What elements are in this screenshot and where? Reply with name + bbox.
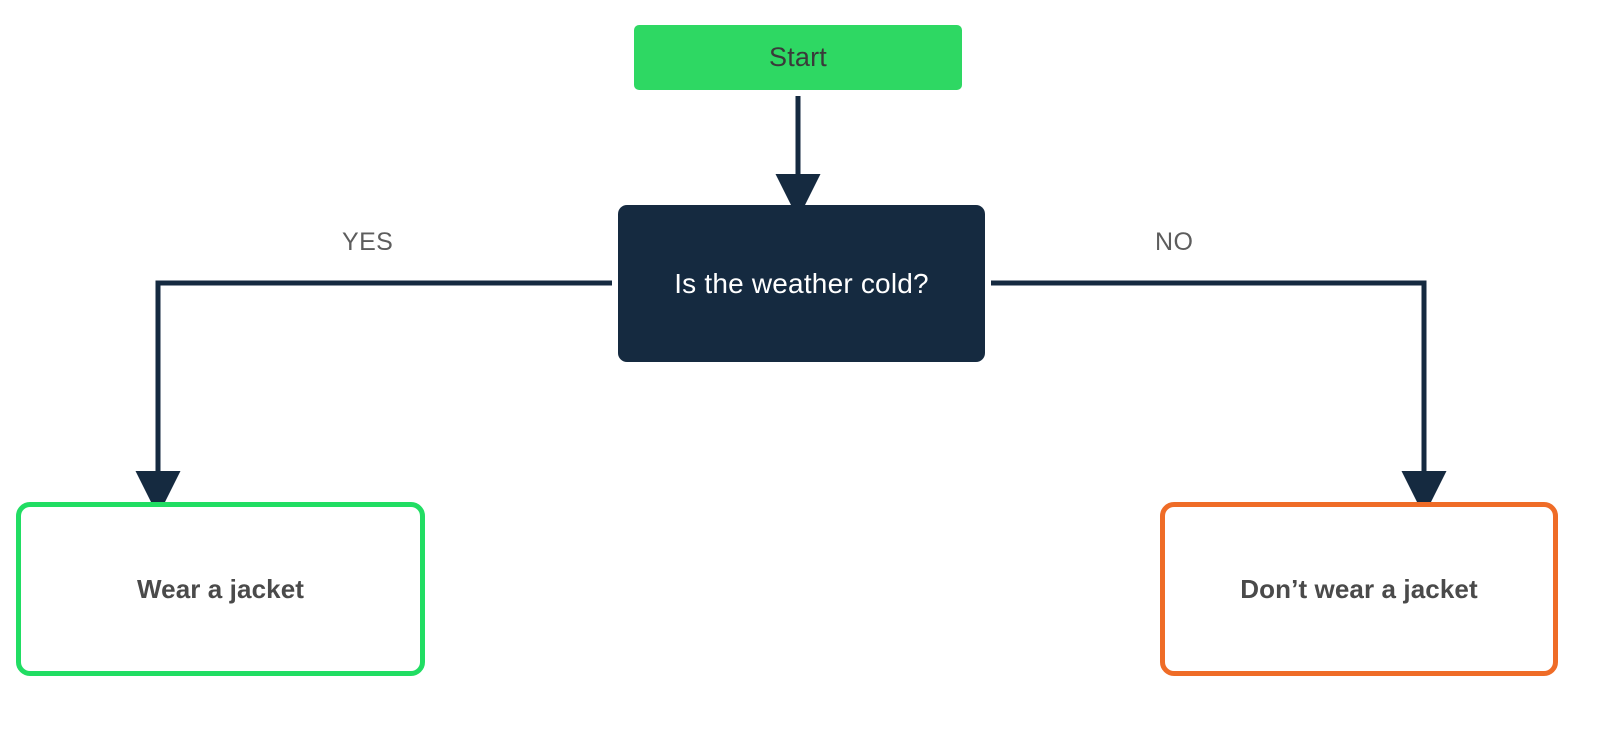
- edge-decision-to-yes: [135, 280, 612, 516]
- node-outcome-no-label: Don’t wear a jacket: [1240, 573, 1478, 604]
- node-outcome-wear-a-jacket[interactable]: Wear a jacket: [16, 502, 425, 676]
- edge-label-yes: YES: [342, 228, 394, 256]
- node-start-label: Start: [768, 42, 828, 72]
- edge-label-no: NO: [1155, 228, 1194, 256]
- node-decision-label: Is the weather cold?: [674, 267, 929, 299]
- node-decision-weather-cold[interactable]: Is the weather cold?: [618, 205, 985, 362]
- node-outcome-dont-wear-a-jacket[interactable]: Don’t wear a jacket: [1160, 502, 1558, 676]
- node-outcome-yes-label: Wear a jacket: [136, 573, 305, 604]
- edge-decision-to-no: [991, 280, 1447, 516]
- node-start[interactable]: Start: [634, 25, 962, 90]
